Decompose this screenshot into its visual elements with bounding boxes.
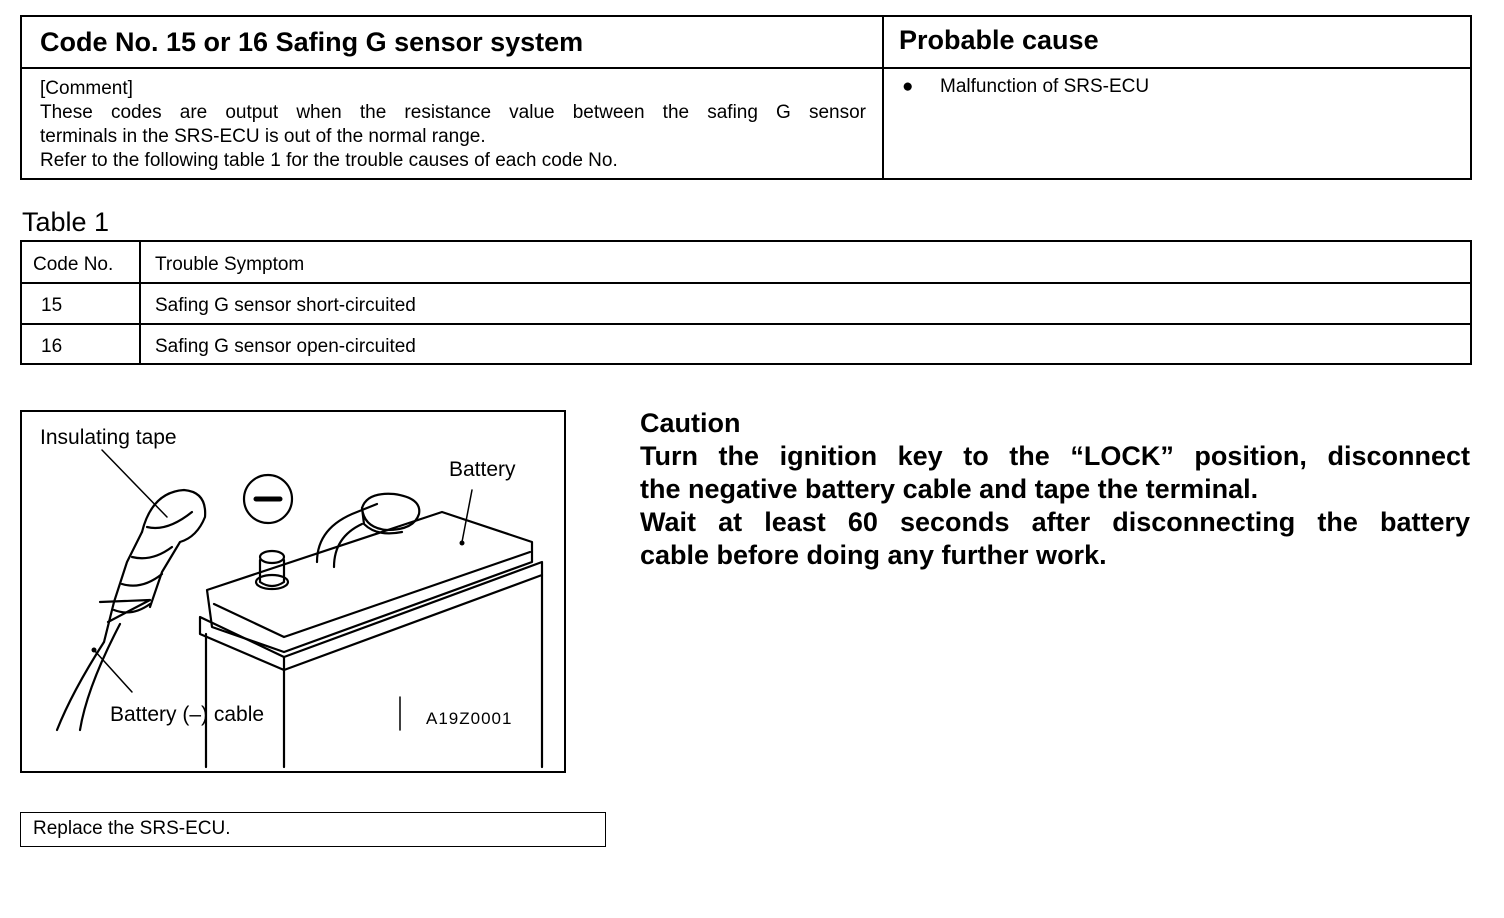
comment-tag: [Comment] [40, 78, 133, 99]
column-divider [882, 17, 884, 178]
table-cell-code: 16 [41, 336, 63, 357]
table-cell-symptom: Safing G sensor open-circuited [155, 336, 416, 357]
header-trouble-symptom: Trouble Symptom [155, 254, 305, 275]
probable-cause-text: Malfunction of SRS-ECU [940, 76, 1150, 97]
tape-wrap [145, 510, 194, 530]
bullet-icon: ● [902, 76, 914, 97]
action-box: Replace the SRS-ECU. [20, 812, 606, 847]
terminal-post [258, 558, 286, 588]
leader-line [93, 649, 133, 693]
comment-line: Refer to the following table 1 for the t… [40, 150, 618, 171]
table-cell-symptom: Safing G sensor short-circuited [155, 295, 416, 316]
header-code-no: Code No. [33, 254, 114, 275]
clamp-cap [360, 492, 421, 532]
comment-block: [Comment] These codes are output when th… [40, 77, 866, 173]
battery-top-inner-edge [212, 550, 532, 639]
caution-line: the negative battery cable and tape the … [640, 474, 1259, 504]
label-battery-cable: Battery (–) cable [110, 703, 265, 726]
negative-clamp [315, 502, 379, 564]
caution-line: Wait at least 60 seconds after disconnec… [640, 507, 1470, 537]
probable-cause-heading: Probable cause [899, 25, 1099, 55]
battery-illustration: Insulating tape Battery Battery (–) cabl… [20, 410, 566, 773]
minus-symbol-icon [242, 473, 294, 525]
code-header-table: Code No. 15 or 16 Safing G sensor system… [20, 15, 1472, 180]
comment-line: terminals in the SRS-ECU is out of the n… [40, 126, 486, 147]
caution-block: Caution Turn the ignition key to the “LO… [640, 407, 1470, 572]
row-divider [22, 282, 1470, 284]
battery-ledge-edge [282, 560, 544, 672]
caution-heading: Caution [640, 408, 741, 438]
label-battery: Battery [449, 458, 516, 481]
taped-cable-end [140, 488, 207, 609]
battery-drawing [55, 449, 544, 769]
battery-top-outline [205, 510, 534, 654]
leader-line [461, 489, 473, 543]
caution-line: Turn the ignition key to the “LOCK” posi… [640, 441, 1470, 471]
label-insulating-tape: Insulating tape [40, 426, 177, 449]
table-cell-code: 15 [41, 295, 63, 316]
caution-line: cable before doing any further work. [640, 540, 1107, 570]
probable-cause-item: ● Malfunction of SRS-ECU [902, 75, 1149, 99]
terminal-post-top [258, 549, 286, 565]
row-divider [22, 323, 1470, 325]
figure-code: A19Z0001 [426, 709, 513, 728]
code-title: Code No. 15 or 16 Safing G sensor system [40, 27, 584, 57]
table-title: Table 1 [22, 207, 110, 237]
leader-line [101, 449, 168, 518]
row-divider [22, 67, 1470, 69]
battery-cable [55, 640, 106, 732]
comment-line: These codes are output when the resistan… [40, 102, 866, 123]
trouble-symptom-table: Code No. Trouble Symptom 15 Safing G sen… [20, 240, 1472, 365]
column-divider [139, 242, 141, 363]
